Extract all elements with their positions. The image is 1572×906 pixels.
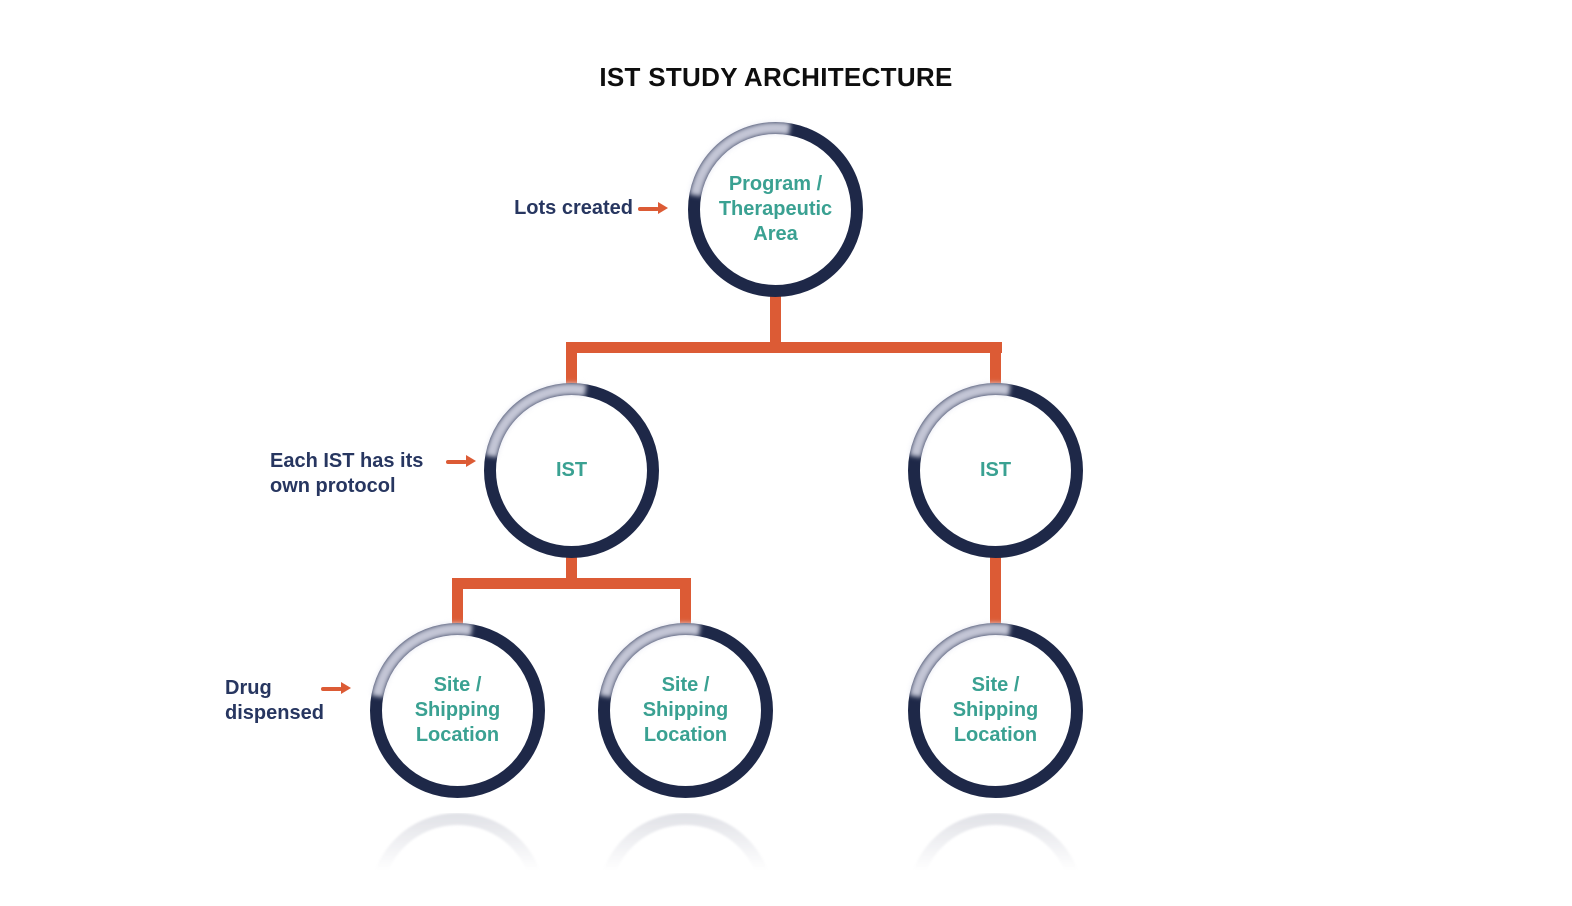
node-label: Program / Therapeutic Area [719, 172, 832, 247]
arrow-head [658, 202, 668, 214]
arrow-shaft [446, 460, 467, 464]
node-label: Site / Shipping Location [415, 673, 501, 748]
connector-to-ist-right [990, 342, 1001, 392]
reflection-site-right [908, 813, 1083, 881]
connector-ist-right-to-site [990, 550, 1001, 630]
arrow-head [341, 682, 351, 694]
label-line: Shipping [952, 699, 1039, 721]
reflection-site-left [370, 813, 545, 881]
annotation-line: Drug [225, 677, 272, 699]
annotation-line: Each IST has its [270, 450, 424, 472]
annotation-drug-dispensed: Drug dispensed [225, 676, 385, 726]
label-line: Location [415, 724, 500, 746]
reflection-site-mid [598, 813, 773, 881]
label-line: Program / [728, 173, 823, 195]
connector-program-down [770, 288, 781, 348]
connector-level2-horizontal [452, 578, 691, 589]
node-site-shipping-mid: Site / Shipping Location [598, 623, 773, 798]
connector-to-ist-left [566, 342, 577, 392]
node-site-shipping-left: Site / Shipping Location [370, 623, 545, 798]
node-label: IST [556, 458, 587, 483]
arrow-right-icon [638, 202, 668, 215]
label-line: Site / [433, 674, 482, 696]
arrow-right-icon [446, 455, 476, 468]
annotation-line: own protocol [270, 475, 396, 497]
label-line: Site / [971, 674, 1020, 696]
connector-ist-left-down [566, 550, 577, 589]
annotation-line: Lots created [514, 197, 633, 219]
connector-to-site-mid [680, 578, 691, 630]
arrow-shaft [321, 687, 342, 691]
label-line: Shipping [414, 699, 501, 721]
annotation-line: dispensed [225, 702, 324, 724]
label-line: Location [953, 724, 1038, 746]
arrow-head [466, 455, 476, 467]
label-line: Site / [661, 674, 710, 696]
label-line: IST [555, 459, 588, 481]
label-line: Location [643, 724, 728, 746]
arrow-right-icon [321, 682, 351, 695]
label-line: IST [979, 459, 1012, 481]
label-line: Therapeutic [718, 198, 833, 220]
node-program-therapeutic-area: Program / Therapeutic Area [688, 122, 863, 297]
node-ist-left: IST [484, 383, 659, 558]
node-label: IST [980, 458, 1011, 483]
annotation-each-ist-protocol: Each IST has its own protocol [270, 449, 470, 499]
page-title: IST STUDY ARCHITECTURE [599, 62, 953, 92]
node-ist-right: IST [908, 383, 1083, 558]
node-site-shipping-right: Site / Shipping Location [908, 623, 1083, 798]
arrow-shaft [638, 207, 659, 211]
label-line: Area [753, 223, 798, 245]
label-line: Shipping [642, 699, 729, 721]
node-label: Site / Shipping Location [953, 673, 1039, 748]
connector-to-site-left [452, 578, 463, 630]
connector-level1-horizontal [566, 342, 1002, 353]
node-label: Site / Shipping Location [643, 673, 729, 748]
annotation-lots-created: Lots created [395, 196, 633, 221]
